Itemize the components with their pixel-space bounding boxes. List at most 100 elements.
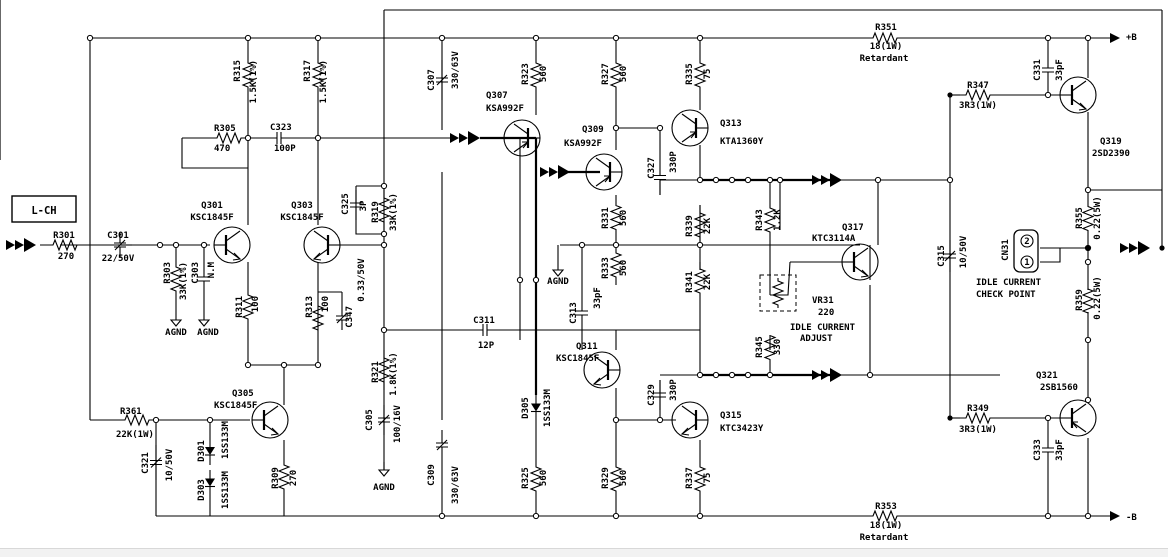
r327-resistor [609,55,623,95]
lower-drive-arrow-a [812,370,821,380]
node-point [744,176,752,184]
lower-drive-arrow-c [830,368,842,382]
node-point [380,241,388,249]
positive-rail-label: +B [1126,33,1137,43]
q319-transistor-arrow [1078,102,1088,111]
negative-rail-label: -B [1126,513,1137,523]
node-point [696,176,704,184]
r301-resistor [40,238,90,252]
r315-ref-label: R315 [233,60,243,82]
node-point [532,512,540,520]
r321-value-label: 1.8K(1%) [389,352,399,395]
d301-ref-label: D301 [197,440,207,462]
q315-ref-label: Q315 [720,411,742,421]
c331-value-label: 33pF [1055,59,1065,81]
node-point [874,176,882,184]
c305-ref-label: C305 [365,409,375,431]
c301-value-label: 22/50V [102,254,135,264]
r353-value-label: 18(1W) [870,521,903,531]
q307-value-label: KSA992F [486,104,524,114]
agnd-label-1: AGND [165,328,187,338]
c329-value-label: 330P [669,379,679,401]
r323-value-label: 560 [539,66,549,82]
cn31-pin1-label: 1 [1024,258,1029,268]
c309-value-label: 330/63V [451,465,461,504]
r351-value-label: 18(1W) [870,42,903,52]
q319-value-label: 2SD2390 [1092,149,1130,159]
c329-ref-label: C329 [647,384,657,406]
c333-value-label: 33pF [1055,439,1065,461]
q317-value-label: KTC3114A [812,234,856,244]
q319-ref-label: Q319 [1100,137,1122,147]
c327-ref-label: C327 [647,157,657,179]
node-point [946,176,954,184]
negative-rail-arrow [1110,511,1120,521]
c331-capacitor [1042,60,1054,80]
c313-capacitor [576,296,588,330]
r319-ref-label: R319 [371,201,381,223]
q303-ref-label: Q303 [291,201,313,211]
r325-value-label: 560 [539,470,549,486]
r359-value-label: 0.22(5W) [1093,276,1103,319]
r353-resistor [860,509,910,523]
node-point [438,34,446,42]
c315-capacitor-slash [944,250,956,262]
c309-ref-label: C309 [427,464,437,486]
r315-value-label: 1.5K(1%) [249,60,259,103]
q303-value-label: KSC1845F [280,213,323,223]
r351-resistor [860,31,910,45]
channel-label: L-CH [31,205,56,217]
r317-resistor [311,55,325,95]
q305-value-label: KSC1845F [214,401,257,411]
input-arrow-b [15,240,24,250]
wire [659,179,700,195]
r339-resistor [693,205,707,245]
q303-transistor-collector-lead [313,230,329,242]
node-point [612,124,620,132]
node-point [776,176,784,184]
r317-value-label: 1.5K(1%) [319,60,329,103]
q319-transistor-collector-lead [1071,80,1087,92]
c301-capacitor [114,232,126,258]
r359-ref-label: R359 [1075,289,1085,311]
d305-value-label: 1SS133M [543,388,553,427]
q313-transistor-collector-lead [681,113,697,125]
node-point [380,326,388,334]
junction-dot [1085,245,1091,251]
q309-base-arrow-c [558,165,570,179]
junction-dot [947,92,953,98]
wire [1040,248,1061,263]
node-point [244,34,252,42]
idle-check-label-line1: IDLE CURRENT [976,278,1042,288]
node-point [156,241,164,249]
c325-capacitor [350,190,362,220]
q307-base-arrow-a [450,133,459,143]
cn31-connector [1013,229,1039,273]
q309-base-arrow-a [540,167,549,177]
c321-capacitor-slash [150,457,162,468]
q309-ref-label: Q309 [582,125,604,135]
vr31-dashed-box [759,274,797,312]
cn31-pin2-label: 2 [1024,237,1029,247]
node-point [1084,512,1092,520]
r337-resistor [693,460,707,498]
q321-ref-label: Q321 [1036,371,1058,381]
r313-value-label: 100 [321,296,331,312]
r337-ref-label: R337 [685,467,695,489]
r347-value-label: 3R3(1W) [959,101,997,111]
node-point [612,241,620,249]
q313-value-label: KTA1360Y [720,137,764,147]
bottom-scroll-strip [0,548,1168,557]
c301-ref-label: C301 [107,231,129,241]
q303-transistor-arrow [312,252,322,261]
r355-ref-label: R355 [1075,207,1085,229]
q311-transistor-collector-lead [593,355,609,367]
node-point [696,241,704,249]
node-point [314,34,322,42]
c333-capacitor [1042,440,1054,460]
r321-ref-label: R321 [371,361,381,383]
r305-resistor [210,131,248,145]
c305-value-label: 100/16V [393,404,403,443]
node-point [712,371,720,379]
c329-capacitor [654,380,666,410]
